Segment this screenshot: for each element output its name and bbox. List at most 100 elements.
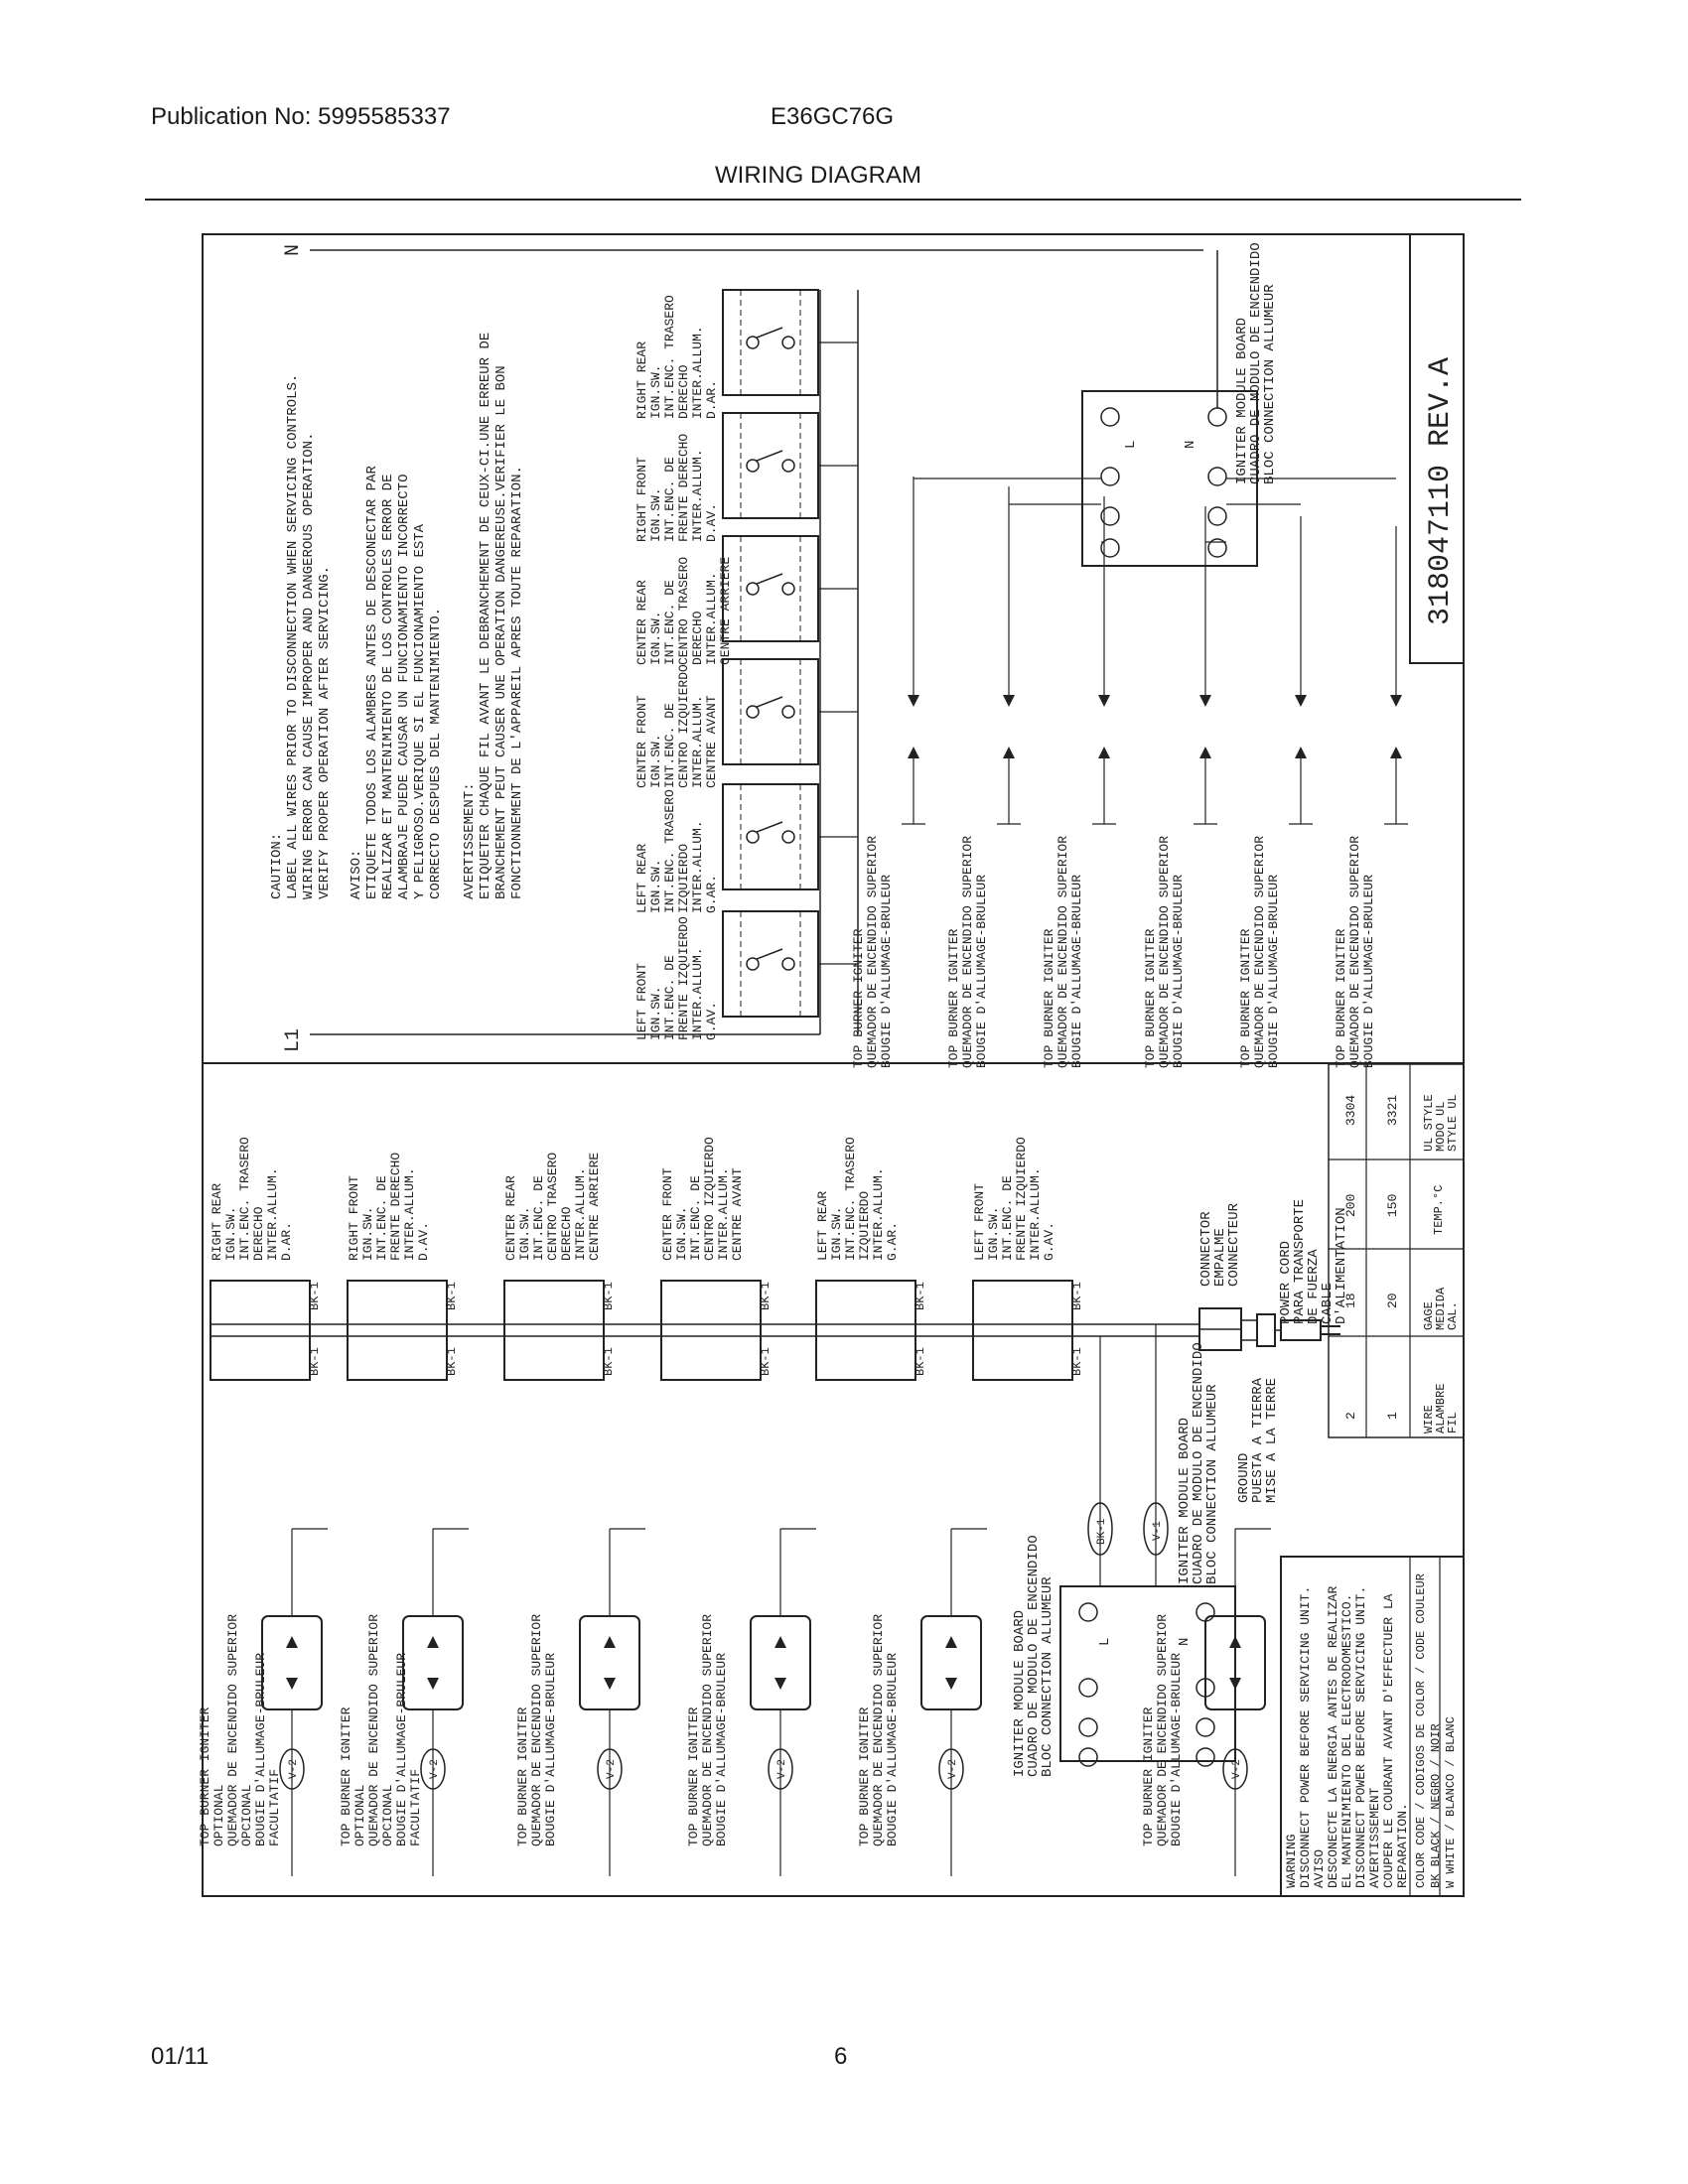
igniter-arrow-down — [1003, 695, 1015, 707]
igniter-arrow-up — [908, 747, 919, 758]
lower-module-terminal-5 — [1196, 1678, 1215, 1698]
ignition-switch-4 — [722, 412, 819, 519]
warning-box — [1280, 1556, 1465, 1897]
igniter-label-3: TOP BURNER IGNITERQUEMADOR DE ENCENDIDO … — [1143, 836, 1186, 1068]
igniter-arrow — [427, 1678, 439, 1690]
igniter-arrow — [945, 1636, 957, 1648]
harness-label-2: CENTER REARIGN.SW.INT.ENC. DECENTRO TRAS… — [503, 1153, 602, 1261]
power-cord-plug — [1256, 1313, 1276, 1347]
switch-label-1: LEFT REARIGN.SW.INT.ENC. TRASEROIZQUIERD… — [634, 789, 719, 913]
wire-table-temp-head: TEMP.°C — [1432, 1185, 1446, 1235]
wire-table-cell: 3321 — [1385, 1095, 1400, 1126]
wire-v2-label: V-2 — [606, 1759, 618, 1779]
igniter-label-5: TOP BURNER IGNITERQUEMADOR DE ENCENDIDO … — [1334, 836, 1376, 1068]
lower-module-label: IGNITER MODULE BOARD CUADRO DE MODULO DE… — [1012, 1527, 1055, 1777]
module-terminal-5 — [1207, 467, 1227, 486]
lower-module-terminal-0 — [1078, 1602, 1098, 1622]
avertissement-block: AVERTISSEMENT:ETIQUETER CHAQUE FIL AVANT… — [462, 333, 525, 899]
wire-bk1-label: BK-1 — [602, 1282, 616, 1310]
wire-bk1-label: BK-1 — [602, 1347, 616, 1376]
switch-contact — [781, 705, 795, 719]
switch-label-3: CENTER REARIGN.SW.INT.ENC. DECENTRO TRAS… — [634, 557, 733, 665]
module-terminal-6 — [1207, 506, 1227, 526]
wire-v2-label: V-2 — [1231, 1759, 1243, 1779]
switch-label-0: LEFT FRONTIGN.SW.INT.ENC. DEFRENTE IZQUI… — [634, 916, 719, 1040]
igniter-arrow-down — [1199, 695, 1211, 707]
igniter-arrow — [286, 1636, 298, 1648]
igniter-arrow-up — [1295, 747, 1307, 758]
igniter-arrow-up — [1199, 747, 1211, 758]
switch-blade — [756, 948, 783, 960]
power-cord-label: POWER CORD PARA TRANSPORTE DE FUERZA CAB… — [1278, 1191, 1349, 1324]
optional-igniter-0 — [261, 1615, 323, 1710]
module-terminal-0 — [1100, 407, 1120, 427]
switch-contact — [781, 336, 795, 349]
wire-table-frame — [1328, 1063, 1465, 1438]
switch-contact — [746, 830, 760, 844]
optional-igniter-label-0: TOP BURNER IGNITEROPTIONALQUEMADOR DE EN… — [198, 1614, 282, 1846]
caution-block: CAUTION:LABEL ALL WIRES PRIOR TO DISCONN… — [269, 374, 333, 899]
optional-igniters: V-2 TOP BURNER IGNITEROPTIONALQUEMADOR DE… — [198, 1528, 1271, 1876]
wire-bk1-label: BK-1 — [1096, 1518, 1108, 1545]
lower-igniter-module-board — [1059, 1585, 1236, 1762]
wire-v2-label: V-2 — [947, 1759, 959, 1779]
wire-bk1-label: BK-1 — [445, 1347, 459, 1376]
igniter-arrow-down — [1098, 695, 1110, 707]
caution-text: CAUTION:LABEL ALL WIRES PRIOR TO DISCONN… — [269, 374, 333, 899]
connector-label: CONNECTOR EMPALME CONNECTEUR — [1198, 1202, 1242, 1287]
igniter-label-1: TOP BURNER IGNITERQUEMADOR DE ENCENDIDO … — [946, 836, 989, 1068]
wire-bk1-label: BK-1 — [308, 1347, 322, 1376]
optional-igniter-label-4: TOP BURNER IGNITERQUEMADOR DE ENCENDIDO … — [857, 1614, 900, 1846]
switch-contact — [781, 830, 795, 844]
ignition-switch-0 — [722, 910, 819, 1018]
optional-igniter-label-3: TOP BURNER IGNITERQUEMADOR DE ENCENDIDO … — [686, 1614, 729, 1846]
wire-table-cell: 1 — [1385, 1412, 1400, 1420]
harness-label-5: LEFT FRONTIGN.SW.INT.ENC. DEFRENTE IZQUI… — [972, 1137, 1056, 1261]
igniter-arrow — [604, 1636, 616, 1648]
ignition-switch-1 — [722, 783, 819, 890]
lower-module-terminal-2 — [1078, 1717, 1098, 1737]
wire-bk1-label: BK-1 — [1070, 1282, 1084, 1310]
aviso-block: AVISO:ETIQUETE TODOS LOS ALAMBRES ANTES … — [349, 466, 444, 899]
wire-v2-marker — [279, 1748, 305, 1790]
igniter-arrow — [427, 1636, 439, 1648]
switch-label-4: RIGHT FRONTIGN.SW.INT.ENC. DEFRENTE DERE… — [634, 434, 719, 542]
lower-module-n-label: N — [1177, 1638, 1193, 1646]
optional-igniter-label-2: TOP BURNER IGNITERQUEMADOR DE ENCENDIDO … — [515, 1614, 558, 1846]
lower-module-l-label: L — [1097, 1638, 1113, 1646]
harness-block-3 — [660, 1280, 762, 1381]
harness-block-5 — [972, 1280, 1073, 1381]
harness-label-0: RIGHT REARIGN.SW.INT.ENC. TRASERODERECHO… — [210, 1137, 294, 1261]
harness-label-4: LEFT REARIGN.SW.INT.ENC. TRASEROIZQUIERD… — [815, 1137, 900, 1261]
optional-igniter-1 — [402, 1615, 464, 1710]
lower-module-terminal-1 — [1078, 1678, 1098, 1698]
page-title: WIRING DIAGRAM — [715, 162, 921, 189]
color-code-legend: COLOR CODE / CODIGOS DE COLOR / CODE COU… — [1409, 1557, 1458, 1896]
harness-block-4 — [815, 1280, 916, 1381]
igniter-arrow — [774, 1678, 786, 1690]
switch-blade — [756, 696, 783, 708]
wire-bk1-label: BK-1 — [914, 1282, 927, 1310]
module-terminal-3 — [1100, 538, 1120, 558]
wire-v2-label: V-2 — [288, 1759, 300, 1779]
igniter-arrow-down — [1295, 695, 1307, 707]
switch-blade — [756, 327, 783, 339]
harness-block-2 — [503, 1280, 605, 1381]
module-board-label: IGNITER MODULE BOARD CUADRO DE MODULO DE… — [1234, 234, 1278, 484]
module-l-label: L — [1123, 441, 1139, 449]
wire-table-gage-head: GAGEMEDIDACAL. — [1422, 1287, 1460, 1330]
harness-block-0 — [210, 1280, 311, 1381]
wire-table-cell: 2 — [1343, 1412, 1358, 1420]
part-number: 318047110 REV.A — [1424, 357, 1458, 625]
line-label: L1 — [282, 1028, 305, 1052]
optional-igniter-2 — [579, 1615, 640, 1710]
wire-v1-label: V-1 — [1152, 1521, 1164, 1541]
lower-module-label-right: IGNITER MODULE BOARD CUADRO DE MODULO DE… — [1177, 1334, 1220, 1584]
model-number: E36GC76G — [771, 103, 895, 130]
ignition-switch-3 — [722, 535, 819, 642]
igniter-arrow — [774, 1636, 786, 1648]
footer-page-number: 6 — [834, 2043, 848, 2070]
igniter-arrow — [604, 1678, 616, 1690]
